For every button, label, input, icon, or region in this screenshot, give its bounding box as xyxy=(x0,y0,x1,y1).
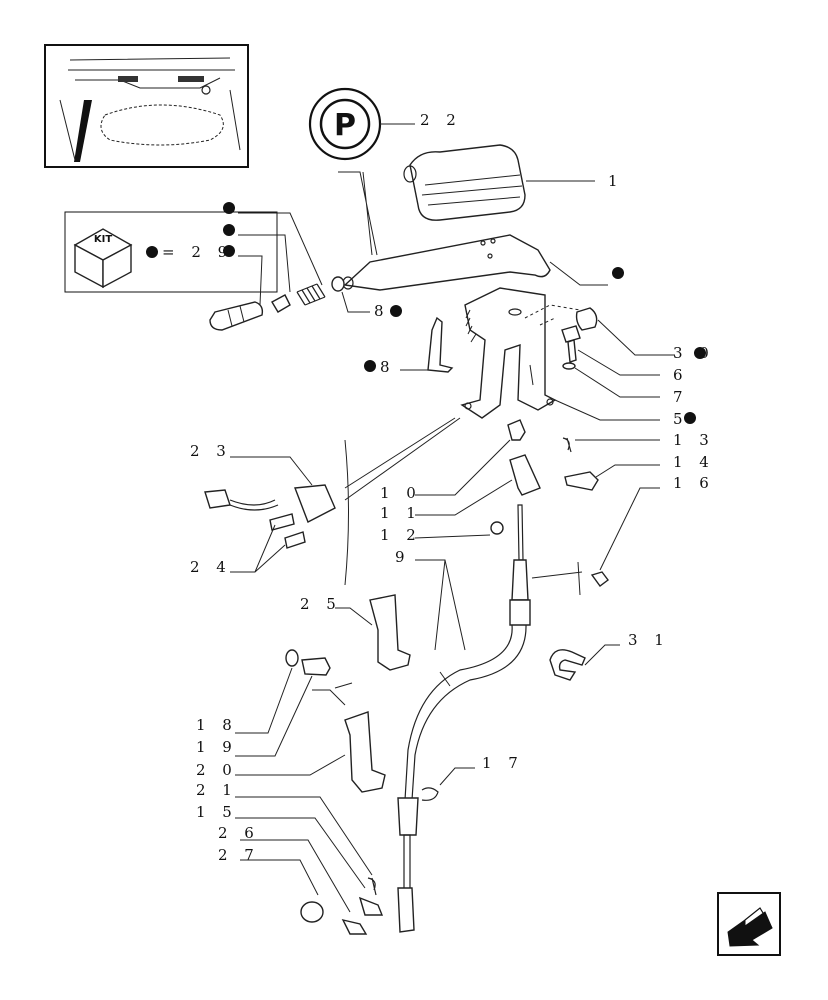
callout-23: 2 3 xyxy=(190,442,232,460)
callout-19: 1 9 xyxy=(196,738,238,756)
part-knob xyxy=(209,301,264,331)
kit-box-icon: KIT xyxy=(73,228,133,289)
callout-5: 5 xyxy=(673,410,689,428)
parking-brake-symbol-icon: P xyxy=(308,87,382,161)
part-boot xyxy=(403,144,526,221)
callout-14: 1 4 xyxy=(673,453,715,471)
part-switch-harness xyxy=(204,484,336,549)
callout-1: 1 xyxy=(608,172,624,190)
parking-symbol-letter: P xyxy=(334,108,356,143)
callout-21: 2 1 xyxy=(196,781,238,799)
callout-31: 3 1 xyxy=(628,631,670,649)
part-spring xyxy=(296,283,326,306)
callout-16: 1 6 xyxy=(673,474,715,492)
callout-7: 7 xyxy=(673,388,689,406)
callout-9: 9 xyxy=(395,548,411,566)
kit-equals: = 2 9 xyxy=(162,243,233,261)
part-ratchet-bracket xyxy=(460,287,557,419)
part-lever xyxy=(342,234,551,291)
marker-dot xyxy=(612,267,624,279)
callout-25: 2 5 xyxy=(300,595,342,613)
part-brake-cable xyxy=(397,504,531,933)
callout-17: 1 7 xyxy=(482,754,524,772)
callout-27: 2 7 xyxy=(218,846,260,864)
callout-24: 2 4 xyxy=(190,558,232,576)
kit-legend: KIT = 2 9 xyxy=(64,211,278,293)
callout-13: 1 3 xyxy=(673,431,715,449)
callout-20: 2 0 xyxy=(196,761,238,779)
callout-8: 8 xyxy=(374,302,390,320)
callout-6: 6 xyxy=(673,366,689,384)
tractor-thumbnail xyxy=(44,44,249,168)
callout-12: 1 2 xyxy=(380,526,422,544)
kit-label: KIT xyxy=(94,234,112,245)
callout-15: 1 5 xyxy=(196,803,238,821)
callout-11: 1 1 xyxy=(380,504,422,522)
callout-22: 2 2 xyxy=(420,111,462,129)
callout-28: 8 xyxy=(380,358,396,376)
next-page-arrow-icon[interactable] xyxy=(717,892,781,956)
callout-26: 2 6 xyxy=(218,824,260,842)
callout-18: 1 8 xyxy=(196,716,238,734)
callout-10: 1 0 xyxy=(380,484,422,502)
callout-30: 3 0 xyxy=(673,344,715,362)
